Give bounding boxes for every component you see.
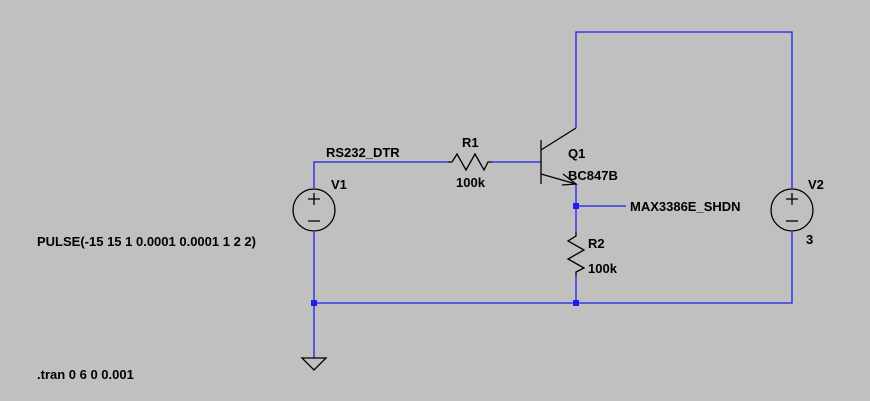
r2-value-label: 100k: [588, 261, 618, 276]
voltage-source-v1-body: [292, 188, 336, 232]
v2-value-label: 3: [806, 232, 813, 247]
r2-name-label: R2: [588, 236, 605, 251]
junction-ground-r2: [573, 300, 579, 306]
v1-value-label: PULSE(-15 15 1 0.0001 0.0001 1 2 2): [37, 234, 256, 249]
q1-emitter-lead: [540, 173, 577, 185]
voltage-source-v2-body: [770, 188, 814, 232]
spice-directive-tran[interactable]: .tran 0 6 0 0.001: [37, 367, 134, 382]
v1-name-label: V1: [331, 177, 347, 192]
wire-q1-collector-to-v2[interactable]: [575, 31, 793, 188]
r1-value-label: 100k: [456, 175, 486, 190]
v2-name-label: V2: [808, 177, 824, 192]
junction-emitter: [573, 203, 579, 209]
q1-model-label: BC847B: [568, 168, 618, 183]
r1-name-label: R1: [462, 135, 479, 150]
v1-plus-sign: [308, 193, 320, 205]
net-label-rs232-dtr: RS232_DTR: [326, 145, 400, 160]
q1-collector-lead: [540, 127, 577, 151]
ground-icon: [300, 357, 328, 371]
wire-v1-to-r1[interactable]: [313, 161, 448, 188]
q1-emitter-arrow-icon: [561, 173, 578, 186]
voltage-source-v1[interactable]: [292, 188, 336, 232]
wires: [313, 31, 793, 358]
q1-name-label: Q1: [568, 146, 585, 161]
wire-ground-bus[interactable]: [314, 232, 793, 304]
resistor-r2[interactable]: [566, 232, 586, 276]
junction-ground-left: [311, 300, 317, 306]
junctions: [311, 203, 579, 306]
net-label-max3386e-shdn: MAX3386E_SHDN: [630, 199, 741, 214]
resistor-r1[interactable]: [448, 152, 492, 172]
voltage-source-v2[interactable]: [770, 188, 814, 232]
transistor-q1[interactable]: [540, 127, 578, 186]
v2-plus-sign: [786, 193, 798, 205]
